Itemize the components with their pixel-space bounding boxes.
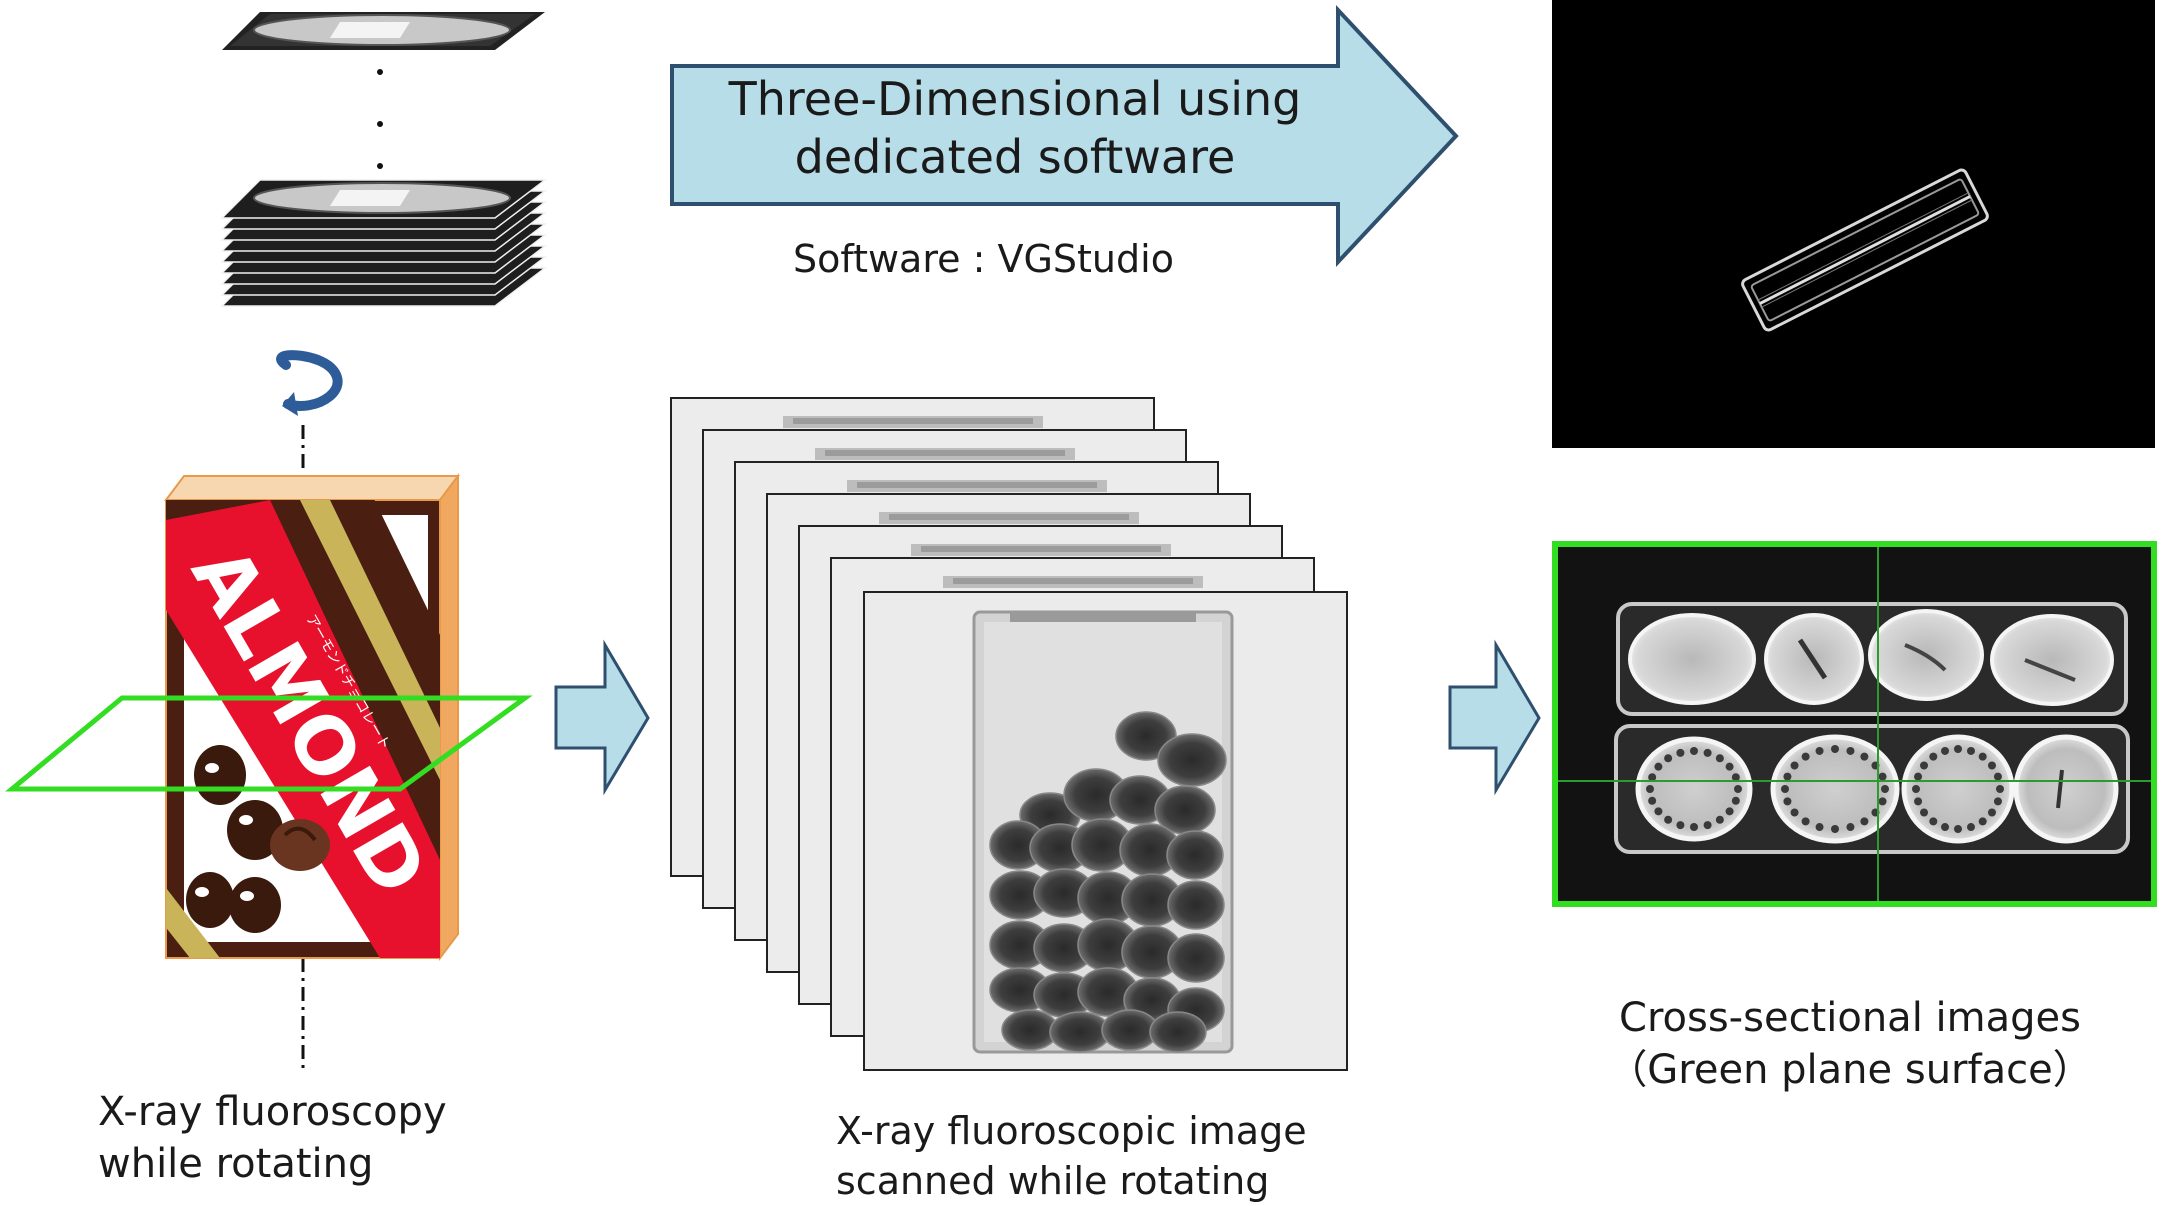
pore <box>1725 762 1734 771</box>
pore <box>1941 746 1950 755</box>
pore <box>1654 762 1663 771</box>
ellipsis-dot <box>377 121 383 127</box>
pore <box>1790 761 1799 770</box>
pore <box>1966 746 1975 755</box>
pore <box>1703 748 1712 757</box>
pore <box>1734 785 1742 793</box>
almond-xray-shadow <box>1166 830 1224 880</box>
middle-caption-line2: scanned while rotating <box>836 1159 1270 1203</box>
stacked-slices <box>220 179 548 307</box>
pore <box>1929 817 1938 826</box>
almond-xray-shadows <box>989 711 1227 1053</box>
right-caption: Cross-sectional images （Green plane surf… <box>1560 992 2140 1096</box>
pore <box>1664 815 1673 824</box>
pore <box>1996 785 2004 793</box>
ellipsis-dot <box>377 163 383 169</box>
arrow-label-line2: dedicated software <box>794 130 1236 184</box>
rotate-arrow-icon <box>276 350 343 416</box>
cross-section-pores <box>1646 745 2004 833</box>
middle-caption: X-ray fluoroscopic image scanned while r… <box>836 1106 1307 1206</box>
right-arrow-icon <box>1448 639 1541 796</box>
almond-xray-shadow <box>1167 933 1225 983</box>
pore <box>1954 825 1962 833</box>
middle-caption-line1: X-ray fluoroscopic image <box>836 1109 1307 1153</box>
cross-section-image <box>1552 541 2157 907</box>
pore <box>1725 807 1734 816</box>
pore <box>1781 785 1789 793</box>
slice-stack-icon <box>220 12 548 307</box>
pore <box>1715 815 1724 824</box>
pore <box>1881 785 1889 793</box>
pore <box>1731 773 1740 782</box>
pore <box>1978 752 1987 761</box>
pore <box>1715 754 1724 763</box>
pore <box>1676 748 1685 757</box>
pore <box>1966 823 1975 832</box>
pore <box>1993 797 2002 806</box>
almond-xray-shadow <box>1157 733 1227 787</box>
pore <box>1878 797 1887 806</box>
pore <box>1831 745 1839 753</box>
xray-front-frame <box>863 591 1348 1071</box>
pore <box>1648 796 1657 805</box>
pore <box>1831 825 1839 833</box>
pore <box>1978 817 1987 826</box>
arrow-label: Three-Dimensional using dedicated softwa… <box>680 70 1350 186</box>
almond-xray-shadow <box>1167 880 1225 930</box>
pore <box>1987 761 1996 770</box>
pore <box>1801 752 1810 761</box>
pore <box>1801 817 1810 826</box>
pore <box>1954 745 1962 753</box>
pore <box>1941 823 1950 832</box>
pore <box>1815 746 1824 755</box>
left-caption-line2: while rotating <box>98 1141 374 1187</box>
software-label: Software : VGStudio <box>793 237 1174 281</box>
xray-frame-stack <box>670 397 1348 1071</box>
3d-render-image <box>1552 0 2155 448</box>
pore <box>1664 754 1673 763</box>
pore <box>1929 752 1938 761</box>
pore <box>1690 823 1698 831</box>
right-caption-line1: Cross-sectional images <box>1619 995 2081 1041</box>
right-arrow-icon <box>554 639 650 796</box>
pore <box>1690 747 1698 755</box>
pore <box>1783 772 1792 781</box>
green-plane-highlight <box>5 695 533 792</box>
pore <box>1993 772 2002 781</box>
pore <box>1860 752 1869 761</box>
pore <box>1654 807 1663 816</box>
pore <box>1731 796 1740 805</box>
ellipsis-dot <box>377 69 383 75</box>
big-right-arrow-icon <box>670 4 1459 268</box>
pore <box>1920 808 1929 817</box>
top-slice <box>222 12 545 50</box>
pore <box>1648 773 1657 782</box>
pore <box>1790 808 1799 817</box>
pore <box>1987 808 1996 817</box>
almond-xray-shadow <box>1149 1011 1207 1053</box>
arrow-label-line1: Three-Dimensional using <box>728 72 1302 126</box>
pore <box>1860 817 1869 826</box>
left-caption: X-ray fluoroscopy while rotating <box>98 1086 447 1190</box>
pore <box>1703 821 1712 830</box>
pore <box>1815 823 1824 832</box>
pore <box>1676 821 1685 830</box>
pore <box>1920 761 1929 770</box>
almond-xray-shadow <box>1049 1011 1111 1053</box>
pore <box>1914 772 1923 781</box>
right-caption-line2: （Green plane surface） <box>1607 1047 2093 1093</box>
pore <box>1783 797 1792 806</box>
pore <box>1846 746 1855 755</box>
pore <box>1912 785 1920 793</box>
pore <box>1846 823 1855 832</box>
almond-box-image: ALMOND アーモンドチョコレート <box>164 473 460 961</box>
pore <box>1914 797 1923 806</box>
stack-slice-top <box>253 182 511 214</box>
left-caption-line1: X-ray fluoroscopy <box>98 1089 447 1135</box>
pore <box>1878 772 1887 781</box>
pore <box>1646 785 1654 793</box>
